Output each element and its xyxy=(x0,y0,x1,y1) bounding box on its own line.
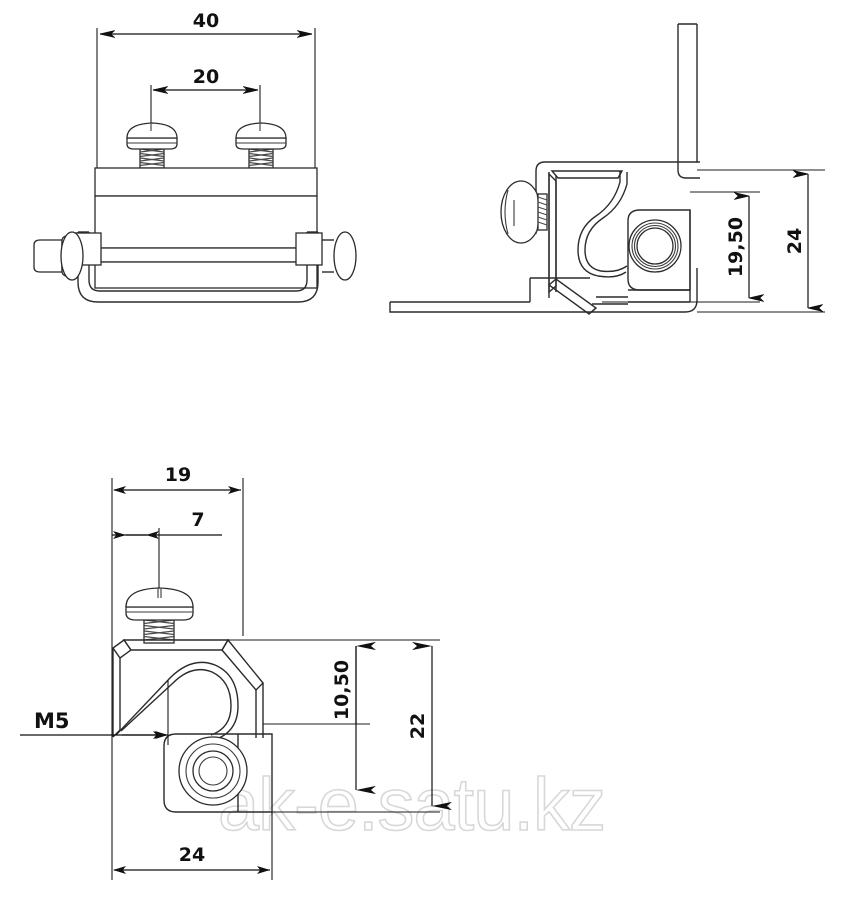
u-bracket xyxy=(77,231,319,303)
watermark-text: ak-e.satu.kz xyxy=(218,763,605,846)
clamp-body-detail xyxy=(112,638,264,741)
front-view-clamp-assembly: 40 20 xyxy=(33,10,357,303)
dimension-20-text: 20 xyxy=(193,66,219,88)
dimension-22-text: 22 xyxy=(407,713,429,739)
detail-view-clamp-body: 19 7 xyxy=(20,464,452,880)
bolt-left xyxy=(33,231,102,281)
rail-fin xyxy=(677,23,700,179)
dimension-10-50: 10,50 xyxy=(228,639,440,795)
side-view-clamp-assembly: 19,50 24 xyxy=(389,23,825,315)
cable-lug-detail xyxy=(163,733,273,813)
dimension-24-side-text: 24 xyxy=(784,228,806,254)
thread-callout-m5-text: M5 xyxy=(34,709,70,733)
dimension-7-text: 7 xyxy=(191,509,204,531)
rail-body xyxy=(94,167,318,289)
dimension-40-text: 40 xyxy=(193,10,219,32)
dimension-7: 7 xyxy=(112,509,222,600)
rail-flange xyxy=(535,161,697,200)
dimension-19-50-text: 19,50 xyxy=(725,217,747,277)
dimension-19: 19 xyxy=(111,464,244,880)
dimension-24-bottom-text: 24 xyxy=(179,844,205,866)
dimension-24-bottom: 24 xyxy=(113,812,273,880)
dimension-24-side: 24 xyxy=(697,169,825,313)
clamp-inner-leader xyxy=(122,680,169,745)
dimension-19-text: 19 xyxy=(165,464,191,486)
clamp-body-side xyxy=(547,170,628,315)
adjust-knob-side xyxy=(500,180,548,244)
dimension-10-50-text: 10,50 xyxy=(331,660,353,720)
thread-callout-m5: M5 xyxy=(20,709,168,739)
bolt-right xyxy=(295,231,357,281)
dimension-40: 40 xyxy=(96,10,316,172)
dimension-20: 20 xyxy=(150,66,261,170)
screw-right xyxy=(235,122,287,169)
watermark: ak-e.satu.kz xyxy=(217,762,607,847)
screw-left xyxy=(126,122,178,169)
dimension-19-50: 19,50 xyxy=(602,191,760,303)
screw-detail-thread xyxy=(143,616,175,644)
screw-detail xyxy=(125,587,194,644)
cable-lug-side xyxy=(627,209,691,291)
